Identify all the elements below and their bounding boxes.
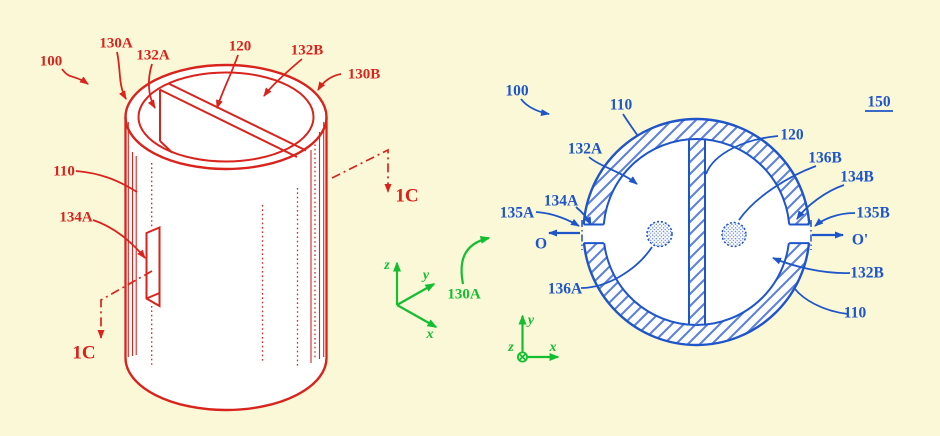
label-130A-green: 130A: [447, 286, 481, 302]
label-120-blue: 120: [780, 127, 804, 144]
label-130A-red: 130A: [99, 35, 133, 51]
red-leader-lines: [61, 51, 342, 259]
label-100-blue: 100: [505, 83, 529, 100]
axis3d-x-label: x: [426, 327, 434, 342]
label-132A-red: 132A: [136, 47, 170, 63]
axis2d-y-label: y: [526, 313, 535, 328]
mass-136A: [646, 220, 673, 248]
right-slot-gap: [785, 224, 810, 244]
label-136A-blue: 136A: [548, 281, 583, 298]
cylinder-divider-wall: [159, 82, 307, 158]
label-134A-blue: 134A: [544, 193, 579, 210]
divider-bar-edges: [688, 140, 706, 325]
label-135A-blue: 135A: [500, 205, 535, 222]
right-slot-gap-outer: [809, 224, 819, 244]
axes-3d: [393, 261, 438, 328]
section-marker-1C-left: 1C: [72, 342, 95, 363]
label-110-top-blue: 110: [610, 97, 633, 114]
label-134A-red: 134A: [59, 209, 93, 225]
red-cylinder-figure: 100 130A 132A 120 132B 130B 110 134A 1C …: [40, 35, 419, 412]
label-120-red: 120: [229, 38, 252, 54]
cylinder-body-fill: [125, 117, 327, 410]
cylinder-inner-rim: [137, 71, 315, 163]
axis2d-z-label: z: [507, 340, 514, 355]
view-direction-arrow: [460, 235, 491, 285]
label-130B-red: 130B: [348, 66, 381, 82]
green-annotations: z y x 130A y x z: [383, 235, 560, 363]
label-132A-blue: 132A: [568, 141, 603, 158]
axis2d-x-label: x: [549, 340, 557, 355]
label-O: O: [535, 236, 547, 253]
cylinder-interior-lines: [131, 132, 321, 363]
mass-136B: [721, 221, 747, 248]
left-slot-gap: [583, 224, 608, 244]
section-cut-lines: [97, 148, 392, 339]
label-100-red: 100: [40, 53, 63, 69]
label-135B-blue: 135B: [856, 205, 890, 222]
cylinder-bottom-arc: [124, 357, 328, 412]
label-132B-red: 132B: [291, 42, 324, 58]
blue-leader-lines: [520, 98, 856, 315]
figure-number-150: 150: [867, 94, 891, 111]
label-134B-blue: 134B: [840, 169, 874, 186]
blue-cross-section-figure: 100 110 150 120 132A 136B 134B 135B 135A…: [500, 83, 893, 347]
side-window-134A: [145, 225, 161, 308]
z-into-page-icon: [517, 351, 529, 363]
label-136B-blue: 136B: [808, 150, 842, 167]
axes-2d: [518, 314, 560, 361]
divider-bar-hatch: [689, 140, 705, 325]
label-132B-blue: 132B: [850, 265, 884, 282]
slot-centerlines: [581, 220, 812, 250]
axis3d-y-label: y: [421, 268, 430, 283]
section-marker-1C-right: 1C: [395, 185, 418, 206]
axis3d-z-label: z: [383, 258, 390, 273]
label-O-prime: O': [852, 232, 868, 249]
label-110-red: 110: [53, 163, 75, 179]
cylinder-hidden-lines: [151, 140, 316, 367]
label-110-bottom-blue: 110: [844, 305, 867, 322]
